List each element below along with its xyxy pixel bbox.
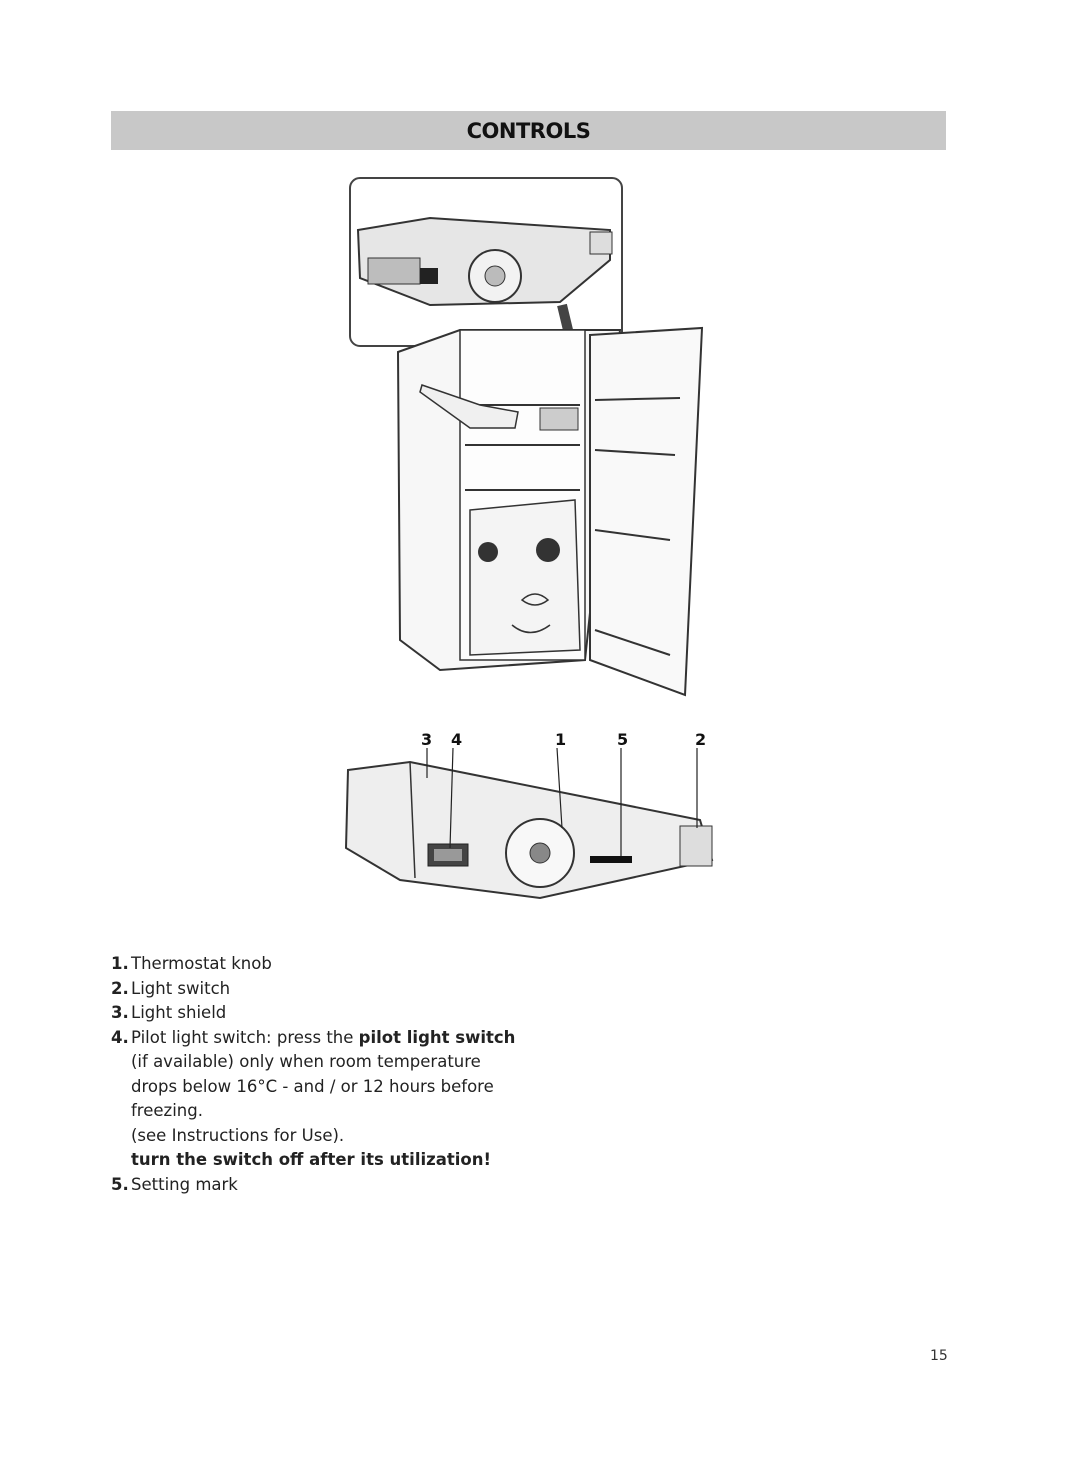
control-panel-illustration <box>344 748 714 900</box>
legend-item: 3. Light shield <box>111 1003 227 1022</box>
setting-mark <box>590 856 632 863</box>
callout-1: 1 <box>555 730 567 749</box>
legend-item: 2. Light switch <box>111 978 231 998</box>
fridge-illustration <box>349 177 704 697</box>
section-header: CONTROLS <box>111 111 946 150</box>
parts-legend: 1. Thermostat knob 2. Light switch 3. Li… <box>111 952 531 1197</box>
callout-2: 2 <box>695 730 707 749</box>
warning-text: turn the switch off after its utilizatio… <box>131 1150 492 1169</box>
callout-5: 5 <box>617 730 629 749</box>
light-switch <box>679 825 713 867</box>
crisper-drawer <box>469 499 581 656</box>
callout-4: 4 <box>451 730 463 749</box>
legend-item: 4. Pilot light switch: press the pilot l… <box>111 1027 516 1047</box>
page-number: 15 <box>930 1348 948 1364</box>
callout-3: 3 <box>421 730 433 749</box>
section-title: CONTROLS <box>466 118 591 143</box>
legend-item: 1. Thermostat knob <box>111 954 272 973</box>
hand <box>419 384 519 429</box>
fridge-door <box>589 326 704 697</box>
callout-numbers: 3 4 1 5 2 <box>0 730 1080 752</box>
legend-item: 5. Setting mark <box>111 1174 238 1194</box>
